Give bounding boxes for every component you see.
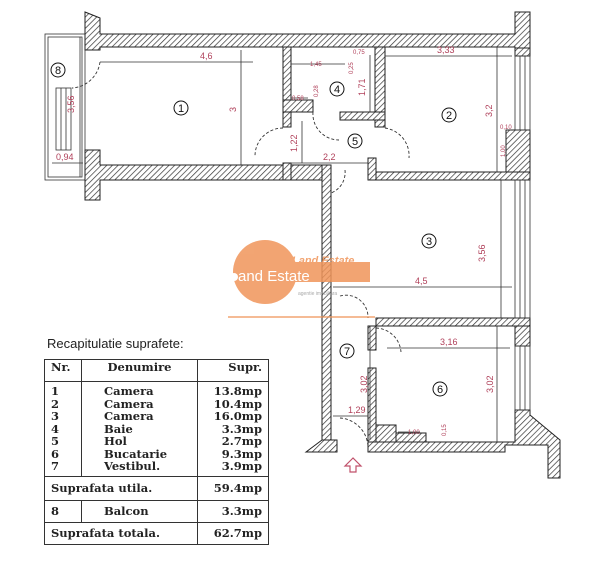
- header-nr: Nr.: [44, 359, 82, 382]
- dim-label: 3,2: [484, 104, 494, 117]
- dim-label: 0,58: [292, 96, 304, 102]
- room-number-2: 2: [446, 110, 452, 122]
- walls: [84, 11, 561, 479]
- row-nr: 1: [51, 384, 60, 398]
- room-numbers-cell: 1 2 3 4 5 6 7: [44, 381, 82, 477]
- watermark-text: and Estate: [238, 268, 310, 285]
- room-number-7: 7: [344, 346, 350, 358]
- total-area-label: Suprafata totala.: [44, 521, 198, 545]
- room-number-3: 3: [426, 236, 432, 248]
- dim-label: 1,00: [408, 430, 420, 436]
- header-area: Supr.: [197, 359, 269, 382]
- row-area: 13.8mp: [213, 384, 262, 398]
- row-area: 9.3mp: [221, 446, 262, 461]
- dim-label: 1,22: [289, 134, 299, 152]
- balcony-outline: [44, 33, 86, 181]
- balcony-name: Balcon: [81, 499, 198, 523]
- room-number-8: 8: [55, 65, 61, 77]
- dim-label: 4,5: [415, 276, 428, 286]
- row-nr: 7: [51, 459, 60, 473]
- useful-area-label: Suprafata utila.: [44, 475, 198, 501]
- row-nr: 5: [51, 434, 60, 448]
- row-name: Bucatarie: [104, 446, 168, 461]
- row-area: 16.0mp: [213, 409, 262, 423]
- row-area: 10.4mp: [213, 396, 262, 411]
- watermark-brand: Land Estate: [292, 255, 354, 267]
- dim-label: 3,02: [485, 375, 495, 393]
- row-name: Camera: [104, 396, 154, 411]
- balcony-area: 3.3mp: [197, 499, 269, 523]
- summary-title: Recapitulatie suprafete:: [47, 336, 184, 351]
- row-area: 2.7mp: [221, 434, 262, 448]
- watermark: Land Estate and Estate agentie imobiliar…: [228, 240, 375, 318]
- dim-label: 3,33: [437, 45, 455, 55]
- dim-label: 3,02: [359, 375, 369, 393]
- dim-label: 1,29: [348, 405, 366, 415]
- dimension-lines: [52, 37, 512, 442]
- dim-label: 0,15: [442, 424, 448, 436]
- dim-label: 4,6: [200, 51, 213, 61]
- row-name: Camera: [104, 384, 154, 398]
- useful-area-row: Suprafata utila. 59.4mp: [44, 475, 269, 501]
- room-number-5: 5: [352, 136, 358, 148]
- room-areas-cell: 13.8mp 10.4mp 16.0mp 3.3mp 2.7mp 9.3mp 3…: [197, 381, 269, 477]
- dim-label: 1,45: [310, 62, 322, 68]
- dim-label: 0,75: [353, 50, 365, 56]
- row-name: Camera: [104, 409, 154, 423]
- header-name: Denumire: [81, 359, 198, 382]
- room-number-4: 4: [334, 84, 340, 96]
- total-area-row: Suprafata totala. 62.7mp: [44, 521, 269, 545]
- dim-label: 1,00: [501, 145, 507, 157]
- row-nr: 3: [51, 409, 60, 423]
- row-nr: 6: [51, 446, 60, 461]
- row-area: 3.3mp: [221, 421, 262, 436]
- dim-label: 1,71: [357, 78, 367, 96]
- row-name: Vestibul.: [104, 459, 161, 473]
- row-nr: 4: [51, 421, 60, 436]
- dim-label: 2,2: [323, 152, 336, 162]
- dim-label: 3,56: [66, 95, 76, 113]
- doors: [71, 61, 410, 449]
- dim-label: 3,16: [440, 337, 458, 347]
- row-name: Hol: [104, 434, 127, 448]
- useful-area-value: 59.4mp: [197, 475, 269, 501]
- room-number-1: 1: [178, 103, 184, 115]
- dim-label: 0,94: [56, 152, 74, 162]
- room-names-cell: Camera Camera Camera Baie Hol Bucatarie …: [81, 381, 198, 477]
- row-name: Baie: [104, 421, 133, 436]
- row-area: 3.9mp: [221, 459, 262, 473]
- dim-label: 0,10: [500, 125, 512, 131]
- table-row-rooms: 1 2 3 4 5 6 7 Camera Camera Camera Baie …: [44, 381, 269, 477]
- entrance-arrow-icon: [343, 457, 363, 473]
- balcony-row: 8 Balcon 3.3mp: [44, 499, 269, 523]
- dim-label: 3,56: [477, 244, 487, 262]
- total-area-value: 62.7mp: [197, 521, 269, 545]
- room-markers: 1 2 3 4 5 6 7 8: [50, 62, 457, 397]
- balcony-nr: 8: [44, 499, 82, 523]
- dim-label: 0,28: [314, 85, 320, 97]
- windows: [55, 55, 531, 411]
- watermark-sub: agentie imobiliara: [298, 291, 337, 297]
- dim-label: 3: [228, 107, 238, 112]
- row-nr: 2: [51, 396, 60, 411]
- dim-label: 0,25: [349, 62, 355, 74]
- area-summary-table: Nr. Denumire Supr. 1 2 3 4 5 6 7 Camera …: [44, 359, 269, 545]
- table-header-row: Nr. Denumire Supr.: [44, 359, 269, 382]
- room-number-6: 6: [437, 384, 443, 396]
